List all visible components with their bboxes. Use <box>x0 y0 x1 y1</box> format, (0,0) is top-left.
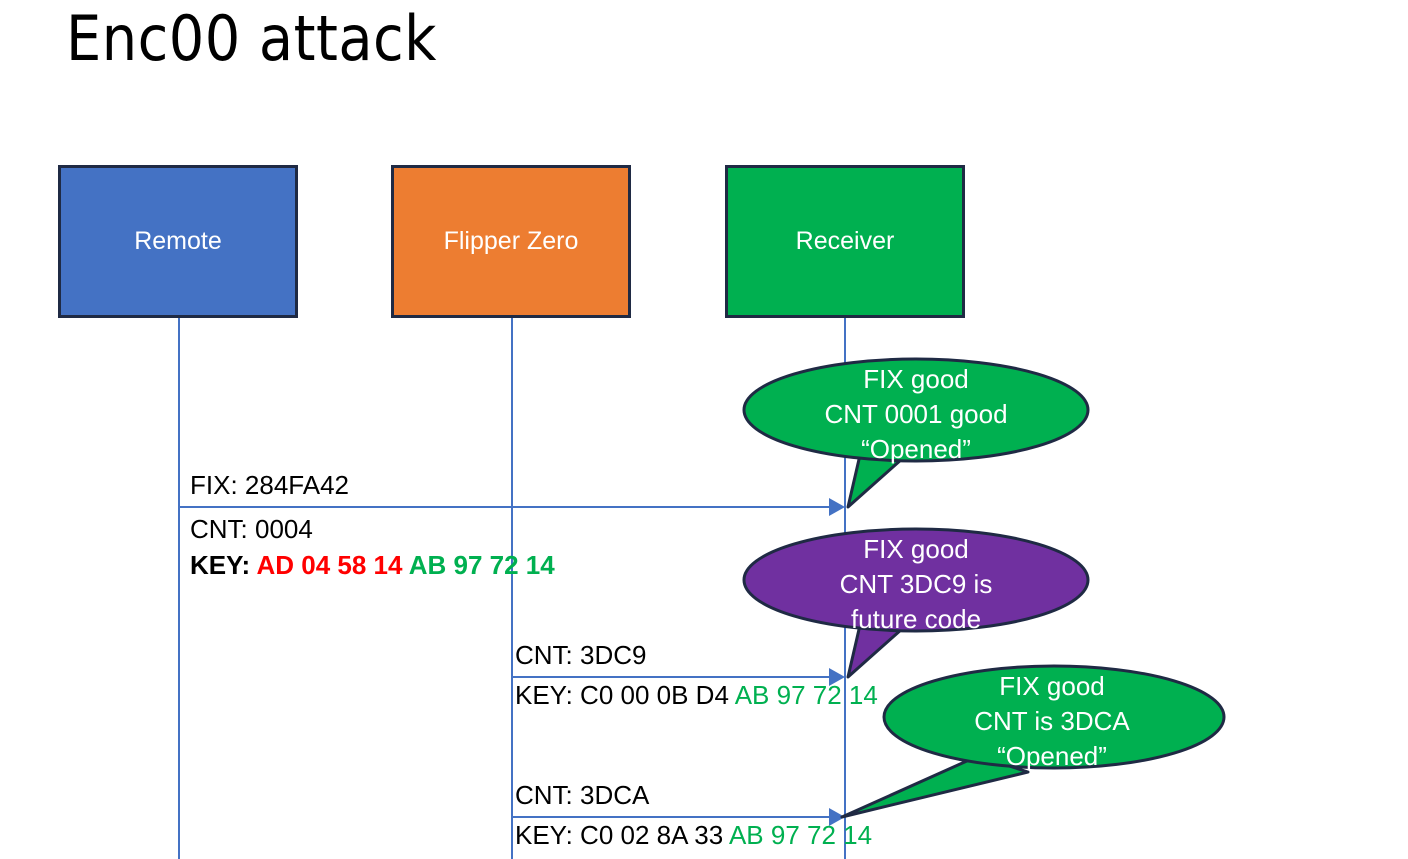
actor-box-remote[interactable]: Remote <box>58 165 298 318</box>
message-3-arrow-line <box>511 816 838 818</box>
message-1-fix-text: FIX: 284FA42 <box>190 470 349 500</box>
message-2-cnt-label: CNT: 3DC9 <box>515 640 647 671</box>
callout-receiver-response-3[interactable]: FIX good CNT is 3DCA “Opened” <box>838 660 1266 830</box>
message-1-fix-label: FIX: 284FA42 <box>190 470 349 501</box>
callout-1-shape <box>742 357 1090 509</box>
message-3-key-label: KEY: C0 02 8A 33 AB 97 72 14 <box>515 820 873 851</box>
message-2-key-green: AB 97 72 14 <box>734 680 878 710</box>
message-3-key-prefix: KEY: C0 02 8A 33 <box>515 820 729 850</box>
callout-receiver-response-2[interactable]: FIX good CNT 3DC9 is future code <box>742 522 1090 682</box>
callout-2-shape <box>742 527 1090 679</box>
actor-box-flipper-zero[interactable]: Flipper Zero <box>391 165 631 318</box>
message-1-key-label: KEY: AD 04 58 14 AB 97 72 14 <box>190 550 555 581</box>
message-2-key-label: KEY: C0 00 0B D4 AB 97 72 14 <box>515 680 878 711</box>
message-2-arrow-head <box>829 668 845 686</box>
page-title: Enc00 attack <box>66 2 437 75</box>
callout-3-shape <box>840 664 1226 819</box>
message-1-arrow-head <box>829 498 845 516</box>
message-1-key-green: AB 97 72 14 <box>408 550 555 580</box>
lifeline-flipper <box>511 317 513 859</box>
message-3-arrow-head <box>829 808 845 826</box>
lifeline-remote <box>178 317 180 859</box>
message-3-key-green: AB 97 72 14 <box>728 820 873 850</box>
message-2-cnt-text: CNT: 3DC9 <box>515 640 647 670</box>
message-1-cnt-label: CNT: 0004 <box>190 514 313 545</box>
callout-receiver-response-1[interactable]: FIX good CNT 0001 good “Opened” <box>742 352 1090 512</box>
message-1-key-prefix: KEY: <box>190 550 257 580</box>
message-2-key-prefix: KEY: C0 00 0B D4 <box>515 680 735 710</box>
actor-label-remote: Remote <box>134 227 222 255</box>
actor-box-receiver[interactable]: Receiver <box>725 165 965 318</box>
actor-label-receiver: Receiver <box>795 227 895 255</box>
message-3-cnt-text: CNT: 3DCA <box>515 780 650 810</box>
message-2-arrow-line <box>511 676 838 678</box>
actor-label-flipper-zero: Flipper Zero <box>443 227 579 255</box>
message-1-key-red: AD 04 58 14 <box>256 550 403 580</box>
message-3-cnt-label: CNT: 3DCA <box>515 780 650 811</box>
message-1-arrow-line <box>178 506 838 508</box>
message-1-cnt-text: CNT: 0004 <box>190 514 313 544</box>
